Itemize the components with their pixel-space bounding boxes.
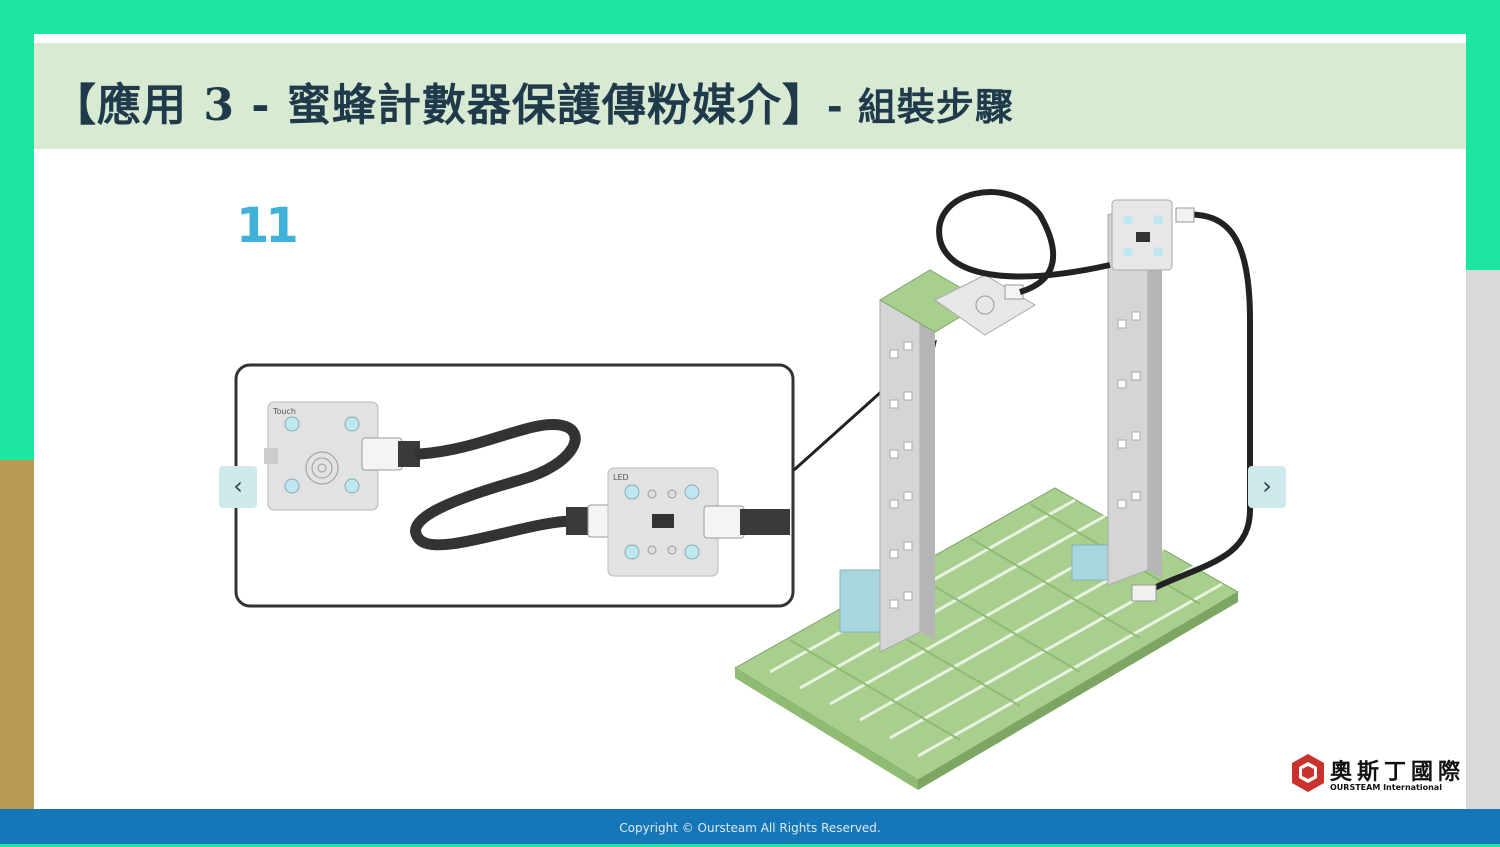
background-left-band (0, 460, 40, 820)
chevron-left-icon: ‹ (233, 472, 243, 500)
led-module: LED (607, 467, 790, 577)
previous-slide-button[interactable]: ‹ (219, 466, 257, 508)
slide-title: 【應用 3 - 蜜蜂計數器保護傳粉媒介】- 組裝步驟 (52, 69, 1014, 133)
next-slide-button[interactable]: › (1248, 466, 1286, 508)
top-cable (936, 189, 1111, 295)
right-pillar (1071, 199, 1173, 586)
left-pillar (839, 269, 986, 653)
company-logo: 奧斯丁國際 OURSTEAM International (1290, 752, 1465, 800)
chevron-right-icon: › (1262, 472, 1272, 500)
cube-logo-icon (1292, 754, 1324, 792)
footer-bar: Copyright © Oursteam All Rights Reserved… (0, 809, 1500, 844)
touch-module: Touch (264, 401, 420, 511)
title-sub: - 組裝步驟 (826, 85, 1014, 129)
title-bar: 【應用 3 - 蜜蜂計數器保護傳粉媒介】- 組裝步驟 (34, 43, 1466, 149)
side-cable (1148, 211, 1253, 593)
inset-cable (410, 418, 581, 551)
green-baseboard (734, 487, 1239, 790)
touch-module-label: Touch (272, 407, 296, 416)
led-module-label: LED (613, 473, 629, 482)
copyright-text: Copyright © Oursteam All Rights Reserved… (619, 821, 881, 835)
logo-name-zh: 奧斯丁國際 (1330, 760, 1466, 785)
background-right-band (1460, 270, 1500, 830)
title-main: 【應用 3 - 蜜蜂計數器保護傳粉媒介】 (52, 80, 827, 131)
logo-name-en: OURSTEAM International (1330, 783, 1442, 792)
step-number: 11 (236, 198, 299, 254)
